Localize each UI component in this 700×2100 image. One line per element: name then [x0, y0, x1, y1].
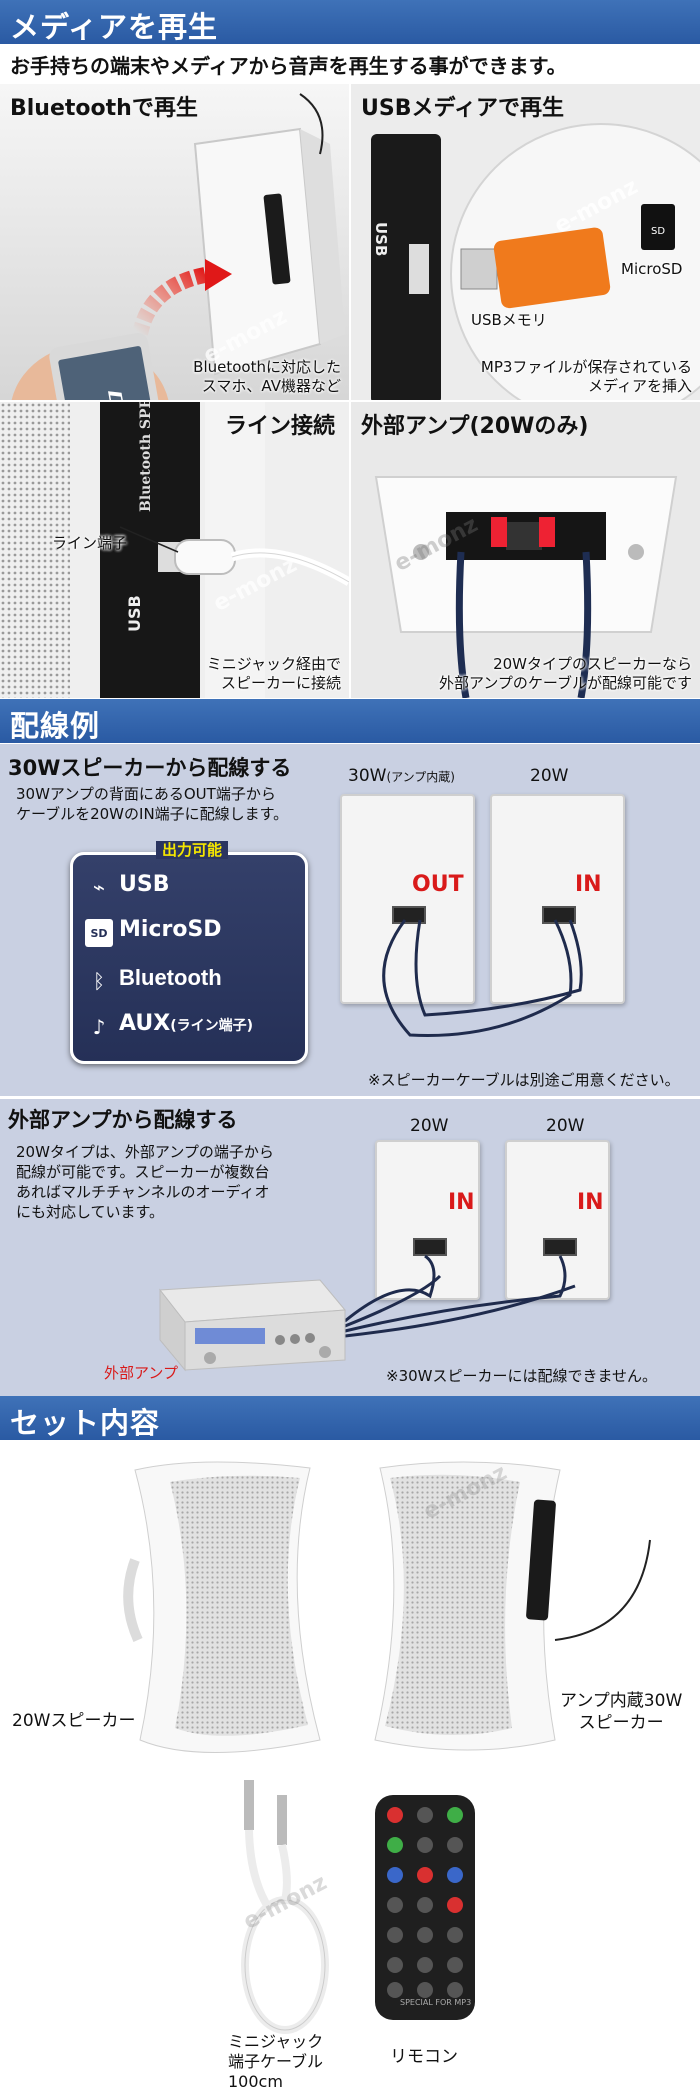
- bluetooth-illustration: ♫: [0, 84, 349, 400]
- output-title-wrap: 出力可能: [73, 839, 311, 860]
- output-aux: AUX(ライン端子): [119, 1011, 253, 1036]
- output-bluetooth: Bluetooth: [119, 965, 222, 990]
- label-30w-speaker: アンプ内蔵30W スピーカー: [560, 1690, 682, 1734]
- in-terminal: [543, 1238, 577, 1256]
- panel-title: Bluetoothで再生: [10, 96, 198, 121]
- in-terminal: [542, 906, 576, 924]
- speaker-20w-rear: [490, 794, 625, 1004]
- external-amp-illustration: [159, 1279, 347, 1372]
- section-banner-set: セット内容: [0, 1396, 700, 1440]
- svg-text:USB: USB: [372, 222, 390, 256]
- label-line: スピーカー: [578, 1713, 664, 1733]
- speaker-label-20w: 20W: [530, 766, 569, 786]
- panel-bluetooth: Bluetoothで再生 ♫ Bluetoothに対応した スマホ、AV機器など…: [0, 84, 349, 400]
- caption-line: 外部アンプのケーブルが配線可能です: [438, 674, 692, 692]
- output-title: 出力可能: [155, 841, 228, 859]
- amp-illustration: [351, 402, 700, 698]
- label-20w-speaker: 20Wスピーカー: [12, 1711, 136, 1731]
- wiring-desc-amp: 20Wタイプは、外部アンプの端子から 配線が可能です。スピーカーが複数台 あれば…: [16, 1142, 274, 1222]
- label-line: ミニジャック: [228, 2032, 324, 2051]
- amp-note: ※30Wスピーカーには配線できません。: [386, 1367, 658, 1385]
- panel-caption: 20Wタイプのスピーカーなら 外部アンプのケーブルが配線可能です: [439, 655, 692, 693]
- svg-text:Bluetooth SPEA: Bluetooth SPEA: [138, 402, 154, 512]
- desc-line: 20Wタイプは、外部アンプの端子から: [16, 1143, 274, 1161]
- svg-text:♫: ♫: [93, 381, 134, 400]
- label-line: 100cm: [228, 2072, 283, 2091]
- bluetooth-icon: ᛒ: [93, 969, 105, 993]
- in-label-a: IN: [448, 1190, 475, 1215]
- output-usb: USB: [119, 872, 170, 897]
- in-label: IN: [575, 872, 602, 897]
- panel-title: 外部アンプ(20Wのみ): [361, 414, 589, 439]
- wiring-desc-30w: 30Wアンプの背面にあるOUT端子から ケーブルを20WのIN端子に配線します。: [16, 784, 288, 824]
- amp-cables: [344, 1254, 576, 1338]
- desc-line: にも対応しています。: [16, 1203, 165, 1221]
- wiring-heading-amp: 外部アンプから配線する: [8, 1108, 238, 1132]
- label-sub: (アンプ内蔵): [386, 770, 455, 784]
- in-label-b: IN: [577, 1190, 604, 1215]
- remote-footer: SPECIAL FOR MP3: [400, 1998, 472, 2007]
- desc-line: あればマルチチャンネルのオーディオ: [16, 1183, 270, 1201]
- caption-line: スマホ、AV機器など: [201, 377, 341, 395]
- section-title: メディアを再生: [10, 10, 218, 44]
- wiring-heading-30w: 30Wスピーカーから配線する: [8, 756, 292, 780]
- sd-card-icon: SD: [85, 919, 113, 947]
- panel-caption: MP3ファイルが保存されている メディアを挿入: [481, 358, 692, 396]
- speaker-30w-rear: [340, 794, 475, 1004]
- label-line: アンプ内蔵30W: [560, 1691, 683, 1711]
- section-banner-media: メディアを再生: [0, 0, 700, 44]
- speaker-label-20w-b: 20W: [546, 1116, 585, 1136]
- label-line: 端子ケーブル: [228, 2052, 324, 2071]
- usb-illustration: USB SD: [351, 84, 700, 400]
- section-title: 配線例: [10, 709, 101, 743]
- microsd-label: MicroSD: [621, 260, 683, 278]
- caption-line: メディアを挿入: [588, 377, 692, 395]
- desc-line: 30Wアンプの背面にあるOUT端子から: [16, 785, 276, 803]
- aux-sub-label: (ライン端子): [170, 1018, 253, 1034]
- line-illustration: Bluetooth SPEA USB: [0, 402, 349, 698]
- label-remote: リモコン: [390, 2047, 458, 2067]
- cable-note: ※スピーカーケーブルは別途ご用意ください。: [368, 1071, 680, 1089]
- aux-label: AUX: [119, 1011, 171, 1036]
- out-terminal: [392, 906, 426, 924]
- caption-line: ミニジャック経由で: [206, 655, 341, 673]
- caption-line: Bluetoothに対応した: [193, 358, 341, 376]
- desc-line: ケーブルを20WのIN端子に配線します。: [16, 805, 289, 823]
- label-main: 30W: [348, 766, 387, 786]
- output-microsd: MicroSD: [119, 917, 222, 942]
- caption-line: 20Wタイプのスピーカーなら: [493, 655, 692, 673]
- jack-label: ライン端子: [52, 534, 128, 552]
- section-banner-wiring: 配線例: [0, 699, 700, 743]
- panel-line: Bluetooth SPEA USB ライン接続 ライン端子 ミニジャック経由で…: [0, 402, 349, 698]
- svg-text:SD: SD: [651, 226, 665, 237]
- panel-usb: USBメディアで再生 USB SD USBメモリ MicroSD MP3ファイル…: [351, 84, 700, 400]
- speaker-cable-30w: [382, 919, 583, 1037]
- section-title: セット内容: [10, 1406, 161, 1440]
- speaker-label-20w-a: 20W: [410, 1116, 449, 1136]
- in-terminal: [413, 1238, 447, 1256]
- set-contents-illustration: [123, 1461, 651, 2034]
- caption-line: スピーカーに接続: [220, 674, 341, 692]
- out-label: OUT: [412, 872, 464, 897]
- external-amp-label: 外部アンプ: [104, 1364, 178, 1382]
- output-devices-box: 出力可能 ⌁ USB SD MicroSD ᛒ Bluetooth ♪ AUX(…: [70, 841, 308, 1064]
- speaker-20w-rear-b: [505, 1140, 610, 1300]
- desc-line: 配線が可能です。スピーカーが複数台: [16, 1163, 270, 1181]
- svg-text:USB: USB: [125, 595, 144, 632]
- caption-line: MP3ファイルが保存されている: [480, 358, 692, 376]
- panel-caption: ミニジャック経由で スピーカーに接続: [207, 655, 341, 693]
- divider: [0, 1096, 700, 1099]
- speaker-20w-rear-a: [375, 1140, 480, 1300]
- label-cable: ミニジャック 端子ケーブル 100cm: [228, 2032, 323, 2092]
- panel-amp: 外部アンプ(20Wのみ) 20Wタイプのスピーカーなら 外部アンプのケーブルが配…: [351, 402, 700, 698]
- panel-title: ライン接続: [224, 414, 335, 439]
- panel-caption: Bluetoothに対応した スマホ、AV機器など: [193, 358, 341, 396]
- panel-title: USBメディアで再生: [361, 96, 564, 121]
- usb-label: USBメモリ: [471, 311, 547, 329]
- usb-icon: ⌁: [92, 875, 106, 899]
- aux-cable-icon: ♪: [92, 1015, 106, 1039]
- section-lead: お手持ちの端末やメディアから音声を再生する事ができます。: [10, 54, 567, 78]
- speaker-label-30w: 30W(アンプ内蔵): [348, 766, 455, 786]
